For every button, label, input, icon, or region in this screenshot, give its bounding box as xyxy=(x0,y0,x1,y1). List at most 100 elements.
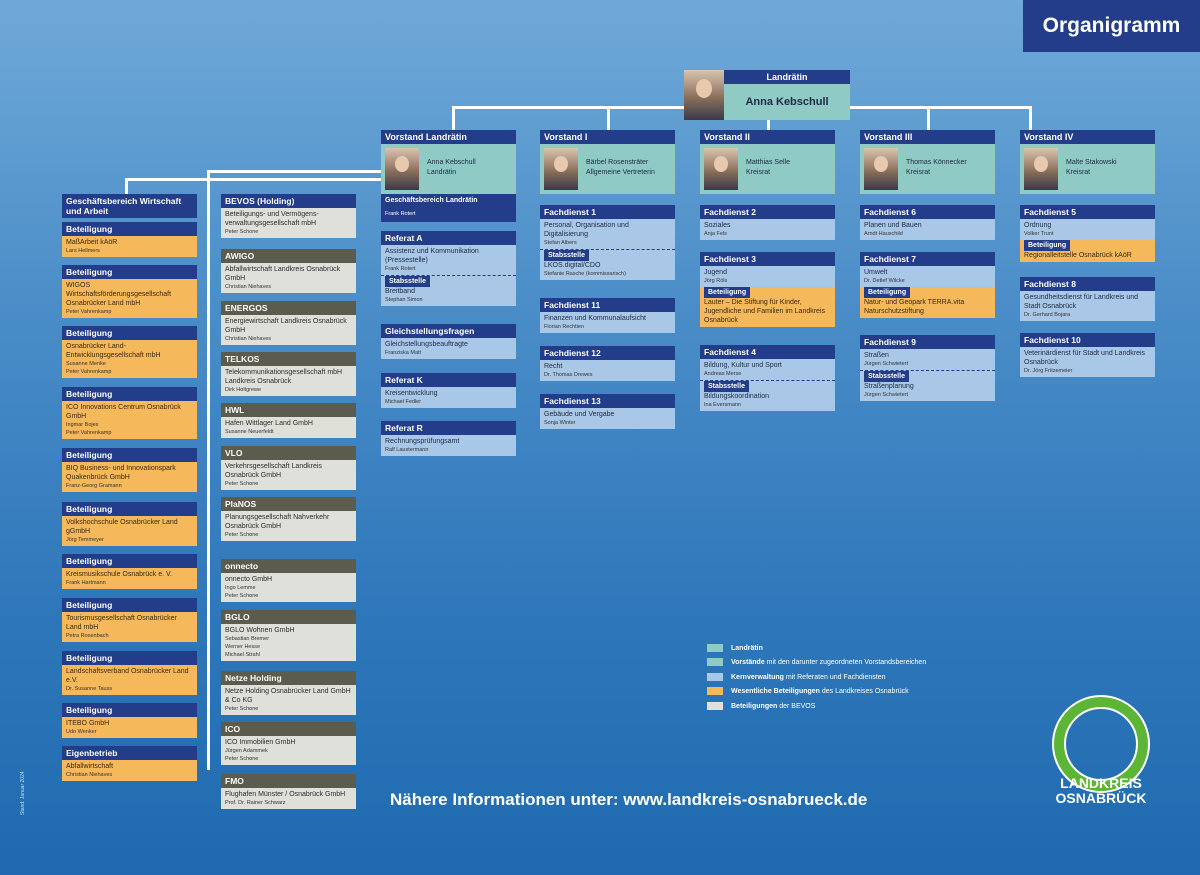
fd-people: Volker Trunt xyxy=(1024,231,1054,237)
beteiligung-name: Volkshochschule Osnabrücker Land gGmbH xyxy=(66,519,178,535)
fd-people: Florian Rechtien xyxy=(544,324,585,330)
gb-landraetin-people: Frank Rotert xyxy=(381,208,516,222)
fd-head: Fachdienst 8 xyxy=(1020,277,1155,291)
bevos-head: Netze Holding xyxy=(221,671,356,685)
bevos-people: Peter Schone xyxy=(225,481,259,487)
vorstand-head: Vorstand Landrätin xyxy=(381,130,516,144)
beteiligung-name: Natur- und Geopark TERRA.vita Naturschut… xyxy=(864,299,965,315)
beteiligung-people: Petra Rosenbach xyxy=(66,633,109,639)
bevos-head: onnecto xyxy=(221,559,356,573)
stabsstelle-people: Stephan Simon xyxy=(385,297,423,303)
bevos-card: ENERGOS Energiewirtschaft Landkreis Osnab… xyxy=(221,301,356,345)
portrait-photo xyxy=(704,148,738,190)
bevos-head: PlaNOS xyxy=(221,497,356,511)
vorstand-title: Kreisrat xyxy=(1066,169,1091,176)
fd-head: Fachdienst 1 xyxy=(540,205,675,219)
beteiligung-name: WIGOS Wirtschaftsförderungsgesellschaft … xyxy=(66,282,172,307)
side-note: Stand: Januar 2024 xyxy=(20,771,26,815)
portrait-photo xyxy=(385,148,419,190)
stabsstelle-head: Stabsstelle xyxy=(704,381,749,392)
bevos-people: Ingo Lemme Peter Schone xyxy=(225,585,259,599)
beteiligung-head: Beteiligung xyxy=(62,222,197,236)
vorstand-1: Vorstand I Bärbel Rosensträter Allgemein… xyxy=(540,130,675,194)
stabsstelle-head: Stabsstelle xyxy=(864,371,909,382)
fd-name: Straßen xyxy=(864,352,889,359)
bevos-people: Peter Schone xyxy=(225,532,259,538)
bevos-name: Hafen Wittlager Land GmbH xyxy=(225,420,313,427)
fachdienst-10: Fachdienst 10 Veterinärdienst für Stadt … xyxy=(1020,333,1155,377)
bevos-name: ICO Immobilien GmbH xyxy=(225,739,296,746)
vorstand-head: Vorstand III xyxy=(860,130,995,144)
bevos-people: Peter Schone xyxy=(225,229,259,235)
fd-head: Fachdienst 9 xyxy=(860,335,995,349)
portrait-photo xyxy=(544,148,578,190)
fachdienst-9: Fachdienst 9 Straßen Jürgen Schwietert S… xyxy=(860,335,995,401)
bevos-card: BEVOS (Holding) Beteiligungs- und Vermöge… xyxy=(221,194,356,238)
referat-head: Referat R xyxy=(381,421,516,435)
fd-people: Stefan Albers xyxy=(544,240,577,246)
bevos-name: Energiewirtschaft Landkreis Osnabrück Gm… xyxy=(225,318,347,334)
referat-people: Michael Fedler xyxy=(385,399,422,405)
gb-landraetin-head: Geschäftsbereich Landrätin xyxy=(381,194,516,208)
fachdienst-11: Fachdienst 11 Finanzen und Kommunalaufsi… xyxy=(540,298,675,333)
fd-name: Umwelt xyxy=(864,269,888,276)
beteiligung-name: MaßArbeit kAöR xyxy=(66,239,118,246)
beteiligung-head: Beteiligung xyxy=(62,703,197,717)
bevos-name: Beteiligungs- und Vermögens-verwaltungsg… xyxy=(225,211,319,227)
fd-name: Recht xyxy=(544,363,563,370)
fd-people: Dr. Detlef Wilcke xyxy=(864,278,905,284)
legend-swatch xyxy=(707,687,723,695)
fachdienst-4: Fachdienst 4 Bildung, Kultur und Sport A… xyxy=(700,345,835,411)
beteiligung-name: Tourismusgesellschaft Osnabrücker Land m… xyxy=(66,615,177,631)
beteiligung-people: Ingmar Bojes Peter Vahrenkamp xyxy=(66,422,112,436)
referat-k: Referat K Kreisentwicklung Michael Fedle… xyxy=(381,373,516,408)
legend-item: Wesentliche Beteiligungen des Landkreise… xyxy=(731,688,909,695)
bevos-head: ENERGOS xyxy=(221,301,356,315)
portrait-photo xyxy=(1024,148,1058,190)
bevos-people: Christian Niehaves xyxy=(225,284,272,290)
fd-head: Fachdienst 6 xyxy=(860,205,995,219)
connector xyxy=(927,106,930,130)
beteiligung-head: Beteiligung xyxy=(704,287,751,298)
beteiligung-people: Lars Hellmers xyxy=(66,248,100,254)
beteiligung-name: ITEBO GmbH xyxy=(66,720,110,727)
beteiligung-people: Peter Vahrenkamp xyxy=(66,309,112,315)
fd-head: Fachdienst 13 xyxy=(540,394,675,408)
vorstand-title: Allgemeine Vertreterin xyxy=(586,169,655,176)
bevos-people: Susanne Neuerfeldt xyxy=(225,429,274,435)
beteiligung-head: Beteiligung xyxy=(864,287,911,298)
bevos-head: BEVOS (Holding) xyxy=(221,194,356,208)
landraetin-role: Landrätin xyxy=(724,70,850,84)
portrait-photo xyxy=(684,70,724,120)
logo-ring-icon xyxy=(1052,695,1150,793)
beteiligung-people: Franz-Georg Gramann xyxy=(66,483,122,489)
vorstand-title: Kreisrat xyxy=(906,169,931,176)
fd-people: Dr. Jörg Fritzemeier xyxy=(1024,368,1073,374)
referat-r: Referat R Rechnungsprüfungsamt Ralf Laus… xyxy=(381,421,516,456)
legend-swatch xyxy=(707,702,723,710)
beteiligung-people: Christian Niehaves xyxy=(66,772,113,778)
bevos-people: Peter Schone xyxy=(225,706,259,712)
fachdienst-2: Fachdienst 2 Soziales Anja Fels xyxy=(700,205,835,240)
fachdienst-3: Fachdienst 3 Jugend Jörg Röls Beteiligun… xyxy=(700,252,835,327)
connector-bevos-vertical xyxy=(207,170,210,770)
referat-name: Rechnungsprüfungsamt xyxy=(385,438,460,445)
fd-name: Ordnung xyxy=(1024,222,1052,229)
footer-info-link[interactable]: Nähere Informationen unter: www.landkrei… xyxy=(390,790,868,809)
beteiligung-name: Abfallwirtschaft xyxy=(66,763,114,770)
gleich-name: Gleichstellungsbeauftragte xyxy=(385,341,468,348)
bevos-head: AWIGO xyxy=(221,249,356,263)
landraetin-name: Anna Kebschull xyxy=(724,84,850,120)
stabsstelle-head: Stabsstelle xyxy=(544,250,589,261)
